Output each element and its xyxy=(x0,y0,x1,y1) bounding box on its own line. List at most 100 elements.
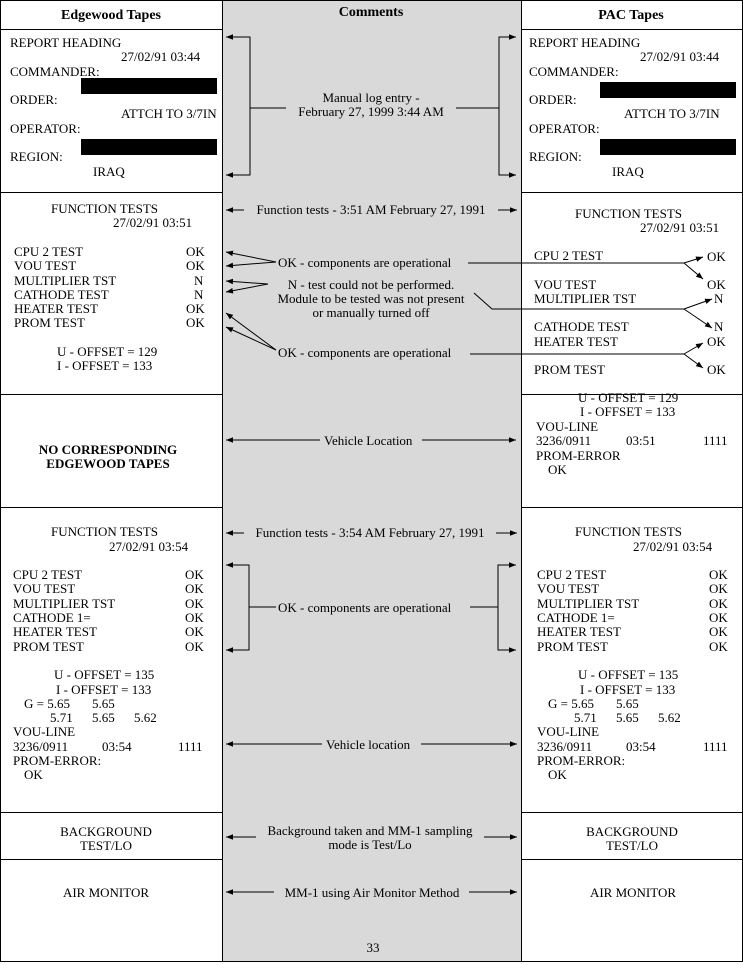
test-name: PROM TEST xyxy=(13,639,84,654)
label-line: BACKGROUND xyxy=(586,824,678,839)
test-name: CATHODE TEST xyxy=(534,319,629,334)
right-air-monitor: AIR MONITOR xyxy=(589,885,677,900)
test-name: CPU 2 TEST xyxy=(13,567,83,582)
u-offset: U - OFFSET = 129 xyxy=(57,344,158,359)
i-offset: I - OFFSET = 133 xyxy=(580,404,676,419)
commander-label: COMMANDER: xyxy=(529,64,619,79)
test-value: OK xyxy=(709,610,728,625)
test-name: MULTIPLIER TST xyxy=(537,596,640,611)
arrow-left xyxy=(225,283,269,294)
g-value: 5.65 xyxy=(92,710,115,725)
comment-line: or manually turned off xyxy=(312,305,430,320)
test-value: OK xyxy=(186,258,205,273)
arrow-right xyxy=(683,353,704,369)
vou-time: 03:54 xyxy=(102,739,132,754)
vou-number: 1111 xyxy=(178,739,203,754)
function-tests-datetime: 27/02/91 03:51 xyxy=(113,215,193,230)
test-name: VOU TEST xyxy=(537,581,600,596)
vou-code: 3236/0911 xyxy=(537,739,593,754)
comment-vehicle-location: Vehicle Location xyxy=(322,433,415,448)
arrow-right xyxy=(683,298,713,310)
grid-line xyxy=(0,507,222,508)
prom-error: PROM-ERROR xyxy=(536,448,621,463)
function-tests-datetime: 27/02/91 03:54 xyxy=(633,539,713,554)
test-value: OK xyxy=(707,334,726,349)
test-value: OK xyxy=(185,610,204,625)
test-value: OK xyxy=(707,362,726,377)
bracket-arrow xyxy=(497,562,516,653)
comment-line: February 27, 1999 3:44 AM xyxy=(298,104,444,119)
label-line: TEST/LO xyxy=(79,838,132,853)
bracket-arrow xyxy=(226,34,251,178)
operator-label: OPERATOR: xyxy=(529,121,600,136)
g-value: 5.71 xyxy=(574,710,597,725)
prom-error-value: OK xyxy=(548,767,567,782)
region-label: REGION: xyxy=(529,149,582,164)
redaction-bar xyxy=(600,139,736,155)
grid-line xyxy=(521,192,743,193)
vou-number: 1111 xyxy=(703,739,728,754)
report-heading-title: REPORT HEADING xyxy=(529,35,641,50)
u-offset: U - OFFSET = 135 xyxy=(54,667,155,682)
comment-ok-operational: OK - components are operational xyxy=(276,255,454,270)
bracket-arrow xyxy=(498,34,516,178)
i-offset: I - OFFSET = 133 xyxy=(57,358,153,373)
function-tests-datetime: 27/02/91 03:54 xyxy=(109,539,189,554)
left-air-monitor: AIR MONITOR xyxy=(62,885,150,900)
grid-line xyxy=(0,0,743,1)
prom-error: PROM-ERROR: xyxy=(13,753,102,768)
vou-code: 3236/0911 xyxy=(13,739,69,754)
test-name: VOU TEST xyxy=(14,258,77,273)
function-tests-title: FUNCTION TESTS xyxy=(51,201,159,216)
grid-line xyxy=(521,859,743,860)
header-pac-tapes: PAC Tapes xyxy=(598,8,664,23)
vou-code: 3236/0911 xyxy=(536,433,592,448)
test-value: OK xyxy=(185,581,204,596)
test-value: OK xyxy=(185,567,204,582)
grid-line xyxy=(222,0,223,962)
order-label: ORDER: xyxy=(10,92,58,107)
g-value: 5.62 xyxy=(658,710,681,725)
vou-line: VOU-LINE xyxy=(537,724,600,739)
test-name: CPU 2 TEST xyxy=(534,248,604,263)
test-name: HEATER TEST xyxy=(14,301,98,316)
arrow-left xyxy=(225,326,277,351)
u-offset: U - OFFSET = 135 xyxy=(578,667,679,682)
test-name: VOU TEST xyxy=(13,581,76,596)
redaction-bar xyxy=(81,78,217,94)
header-comments: Comments xyxy=(338,5,404,20)
test-name: CATHODE 1= xyxy=(537,610,615,625)
test-name: HEATER TEST xyxy=(537,624,621,639)
grid-line xyxy=(521,812,743,813)
g-value: 5.65 xyxy=(92,696,115,711)
test-value: OK xyxy=(186,315,205,330)
arrow-right xyxy=(683,256,704,264)
g-value: 5.71 xyxy=(50,710,73,725)
comments-column-background xyxy=(222,0,521,962)
test-value: OK xyxy=(186,244,205,259)
g-value: G = 5.65 xyxy=(24,696,70,711)
page-number: 33 xyxy=(366,940,380,955)
commander-label: COMMANDER: xyxy=(10,64,100,79)
region-label: REGION: xyxy=(10,149,63,164)
vou-line: VOU-LINE xyxy=(13,724,76,739)
test-name: CATHODE 1= xyxy=(13,610,91,625)
test-value: N xyxy=(194,273,204,288)
test-name: MULTIPLIER TST xyxy=(14,273,117,288)
test-name: PROM TEST xyxy=(14,315,85,330)
i-offset: I - OFFSET = 133 xyxy=(580,682,676,697)
test-value: N xyxy=(714,291,724,306)
report-heading-datetime: 27/02/91 03:44 xyxy=(121,49,201,64)
arrow-right xyxy=(683,308,713,329)
test-value: OK xyxy=(707,249,726,264)
grid-line xyxy=(521,29,743,30)
order-label: ORDER: xyxy=(529,92,577,107)
vou-time: 03:51 xyxy=(626,433,656,448)
test-value: OK xyxy=(709,567,728,582)
comment-line: mode is Test/Lo xyxy=(328,837,412,852)
test-value: N xyxy=(714,319,724,334)
grid-line xyxy=(0,961,743,962)
vou-line: VOU-LINE xyxy=(536,419,599,434)
test-name: PROM TEST xyxy=(534,362,605,377)
